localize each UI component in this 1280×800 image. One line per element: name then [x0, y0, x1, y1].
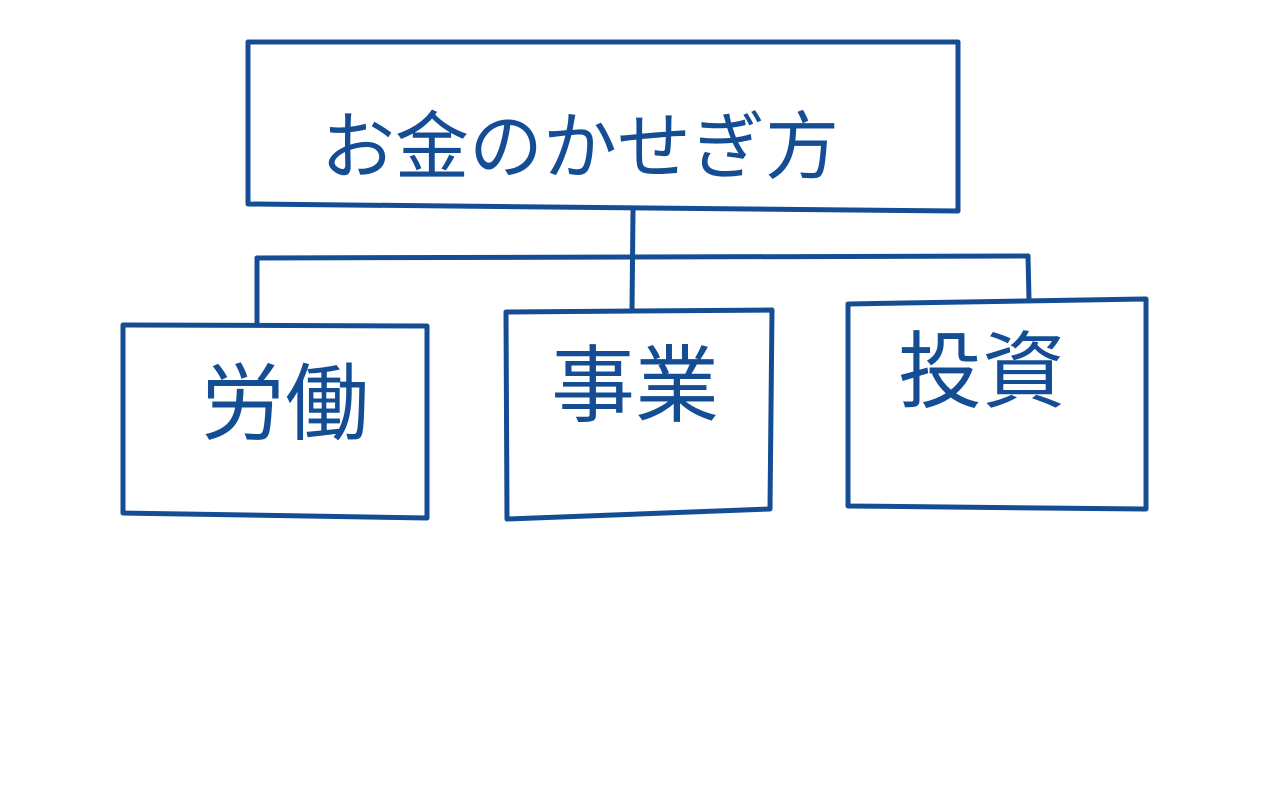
child-node-business: 事業 — [503, 307, 775, 522]
child-node-investment: 投資 — [845, 296, 1149, 512]
child-node-labor-label: 労働 — [201, 355, 369, 453]
child-node-investment-label: 投資 — [898, 323, 1066, 421]
child-node-investment-box — [845, 296, 1149, 512]
child-node-labor: 労働 — [120, 322, 430, 521]
root-stem-connector — [629, 208, 636, 313]
connectors — [254, 208, 1032, 331]
child-node-business-label: 事業 — [551, 337, 719, 435]
root-node: お金のかせぎ方 — [245, 39, 961, 214]
horizontal-branch-connector — [254, 253, 1031, 261]
root-node-label: お金のかせぎ方 — [321, 105, 839, 191]
root-node-box — [245, 39, 961, 214]
child-node-business-box — [503, 307, 775, 522]
right-branch-connector — [1025, 253, 1032, 303]
child-node-labor-box — [120, 322, 430, 521]
